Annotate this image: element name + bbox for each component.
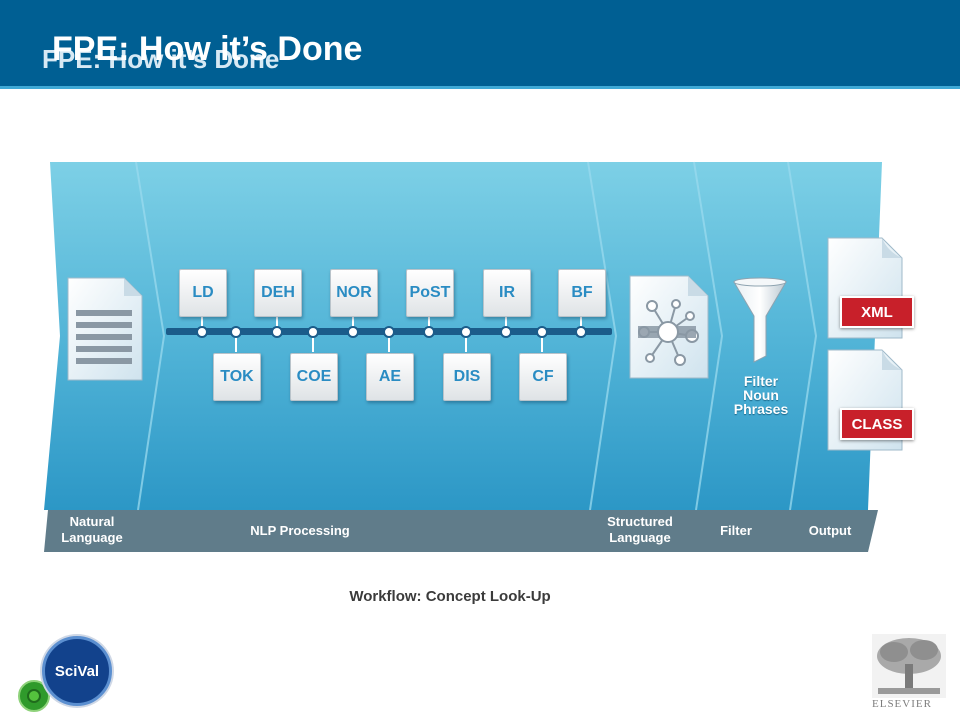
nlp-step-cf: CF <box>519 353 567 401</box>
stage-label-band <box>44 510 878 552</box>
stage-label-nlp-processing: NLP Processing <box>250 523 350 538</box>
scival-logo: SciVal <box>42 636 112 706</box>
slide-title: FPE: How it’s Done <box>52 30 363 68</box>
separator-1 <box>135 161 166 511</box>
funnel-icon <box>733 277 787 363</box>
filter-line-2: Noun <box>743 387 779 403</box>
structured-document-icon <box>629 275 709 379</box>
nlp-step-post: PoST <box>406 269 454 317</box>
filter-description: Filter Noun Phrases <box>730 374 792 416</box>
separator-2 <box>587 161 618 511</box>
stage-label-output: Output <box>808 523 852 538</box>
nlp-step-ae: AE <box>366 353 414 401</box>
separator-4 <box>787 161 818 511</box>
text-document-icon <box>67 277 143 381</box>
xml-output-badge: XML <box>840 296 914 328</box>
stage-label-filter: Filter <box>720 523 752 538</box>
nlp-step-bf: BF <box>558 269 606 317</box>
elsevier-wordmark: ELSEVIER <box>872 698 932 710</box>
connector-nodes <box>196 326 587 338</box>
diagram-caption: Workflow: Concept Look-Up <box>349 588 551 605</box>
stage-label-natural-language: Natural Language <box>61 514 123 545</box>
elsevier-tree-logo-icon <box>872 634 946 698</box>
separator-3 <box>693 161 724 511</box>
nlp-step-tok: TOK <box>213 353 261 401</box>
slide-title-shadow: FPE: How it’s Done <box>42 44 280 74</box>
filter-line-3: Phrases <box>733 401 789 417</box>
slide-header <box>0 0 960 86</box>
filter-line-1: Filter <box>743 373 779 389</box>
class-output-badge: CLASS <box>840 408 914 440</box>
nlp-step-coe: COE <box>290 353 338 401</box>
nlp-step-ld: LD <box>179 269 227 317</box>
nlp-step-ir: IR <box>483 269 531 317</box>
nlp-step-deh: DEH <box>254 269 302 317</box>
green-ring-logo-core <box>27 689 41 703</box>
stage-label-structured-language: Structured Language <box>607 514 673 545</box>
nlp-step-dis: DIS <box>443 353 491 401</box>
nlp-step-nor: NOR <box>330 269 378 317</box>
workflow-diagram: LD DEH NOR PoST IR BF TOK COE AE DIS CF … <box>40 156 914 556</box>
workflow-graphic <box>44 161 903 552</box>
header-accent-line <box>0 86 960 89</box>
